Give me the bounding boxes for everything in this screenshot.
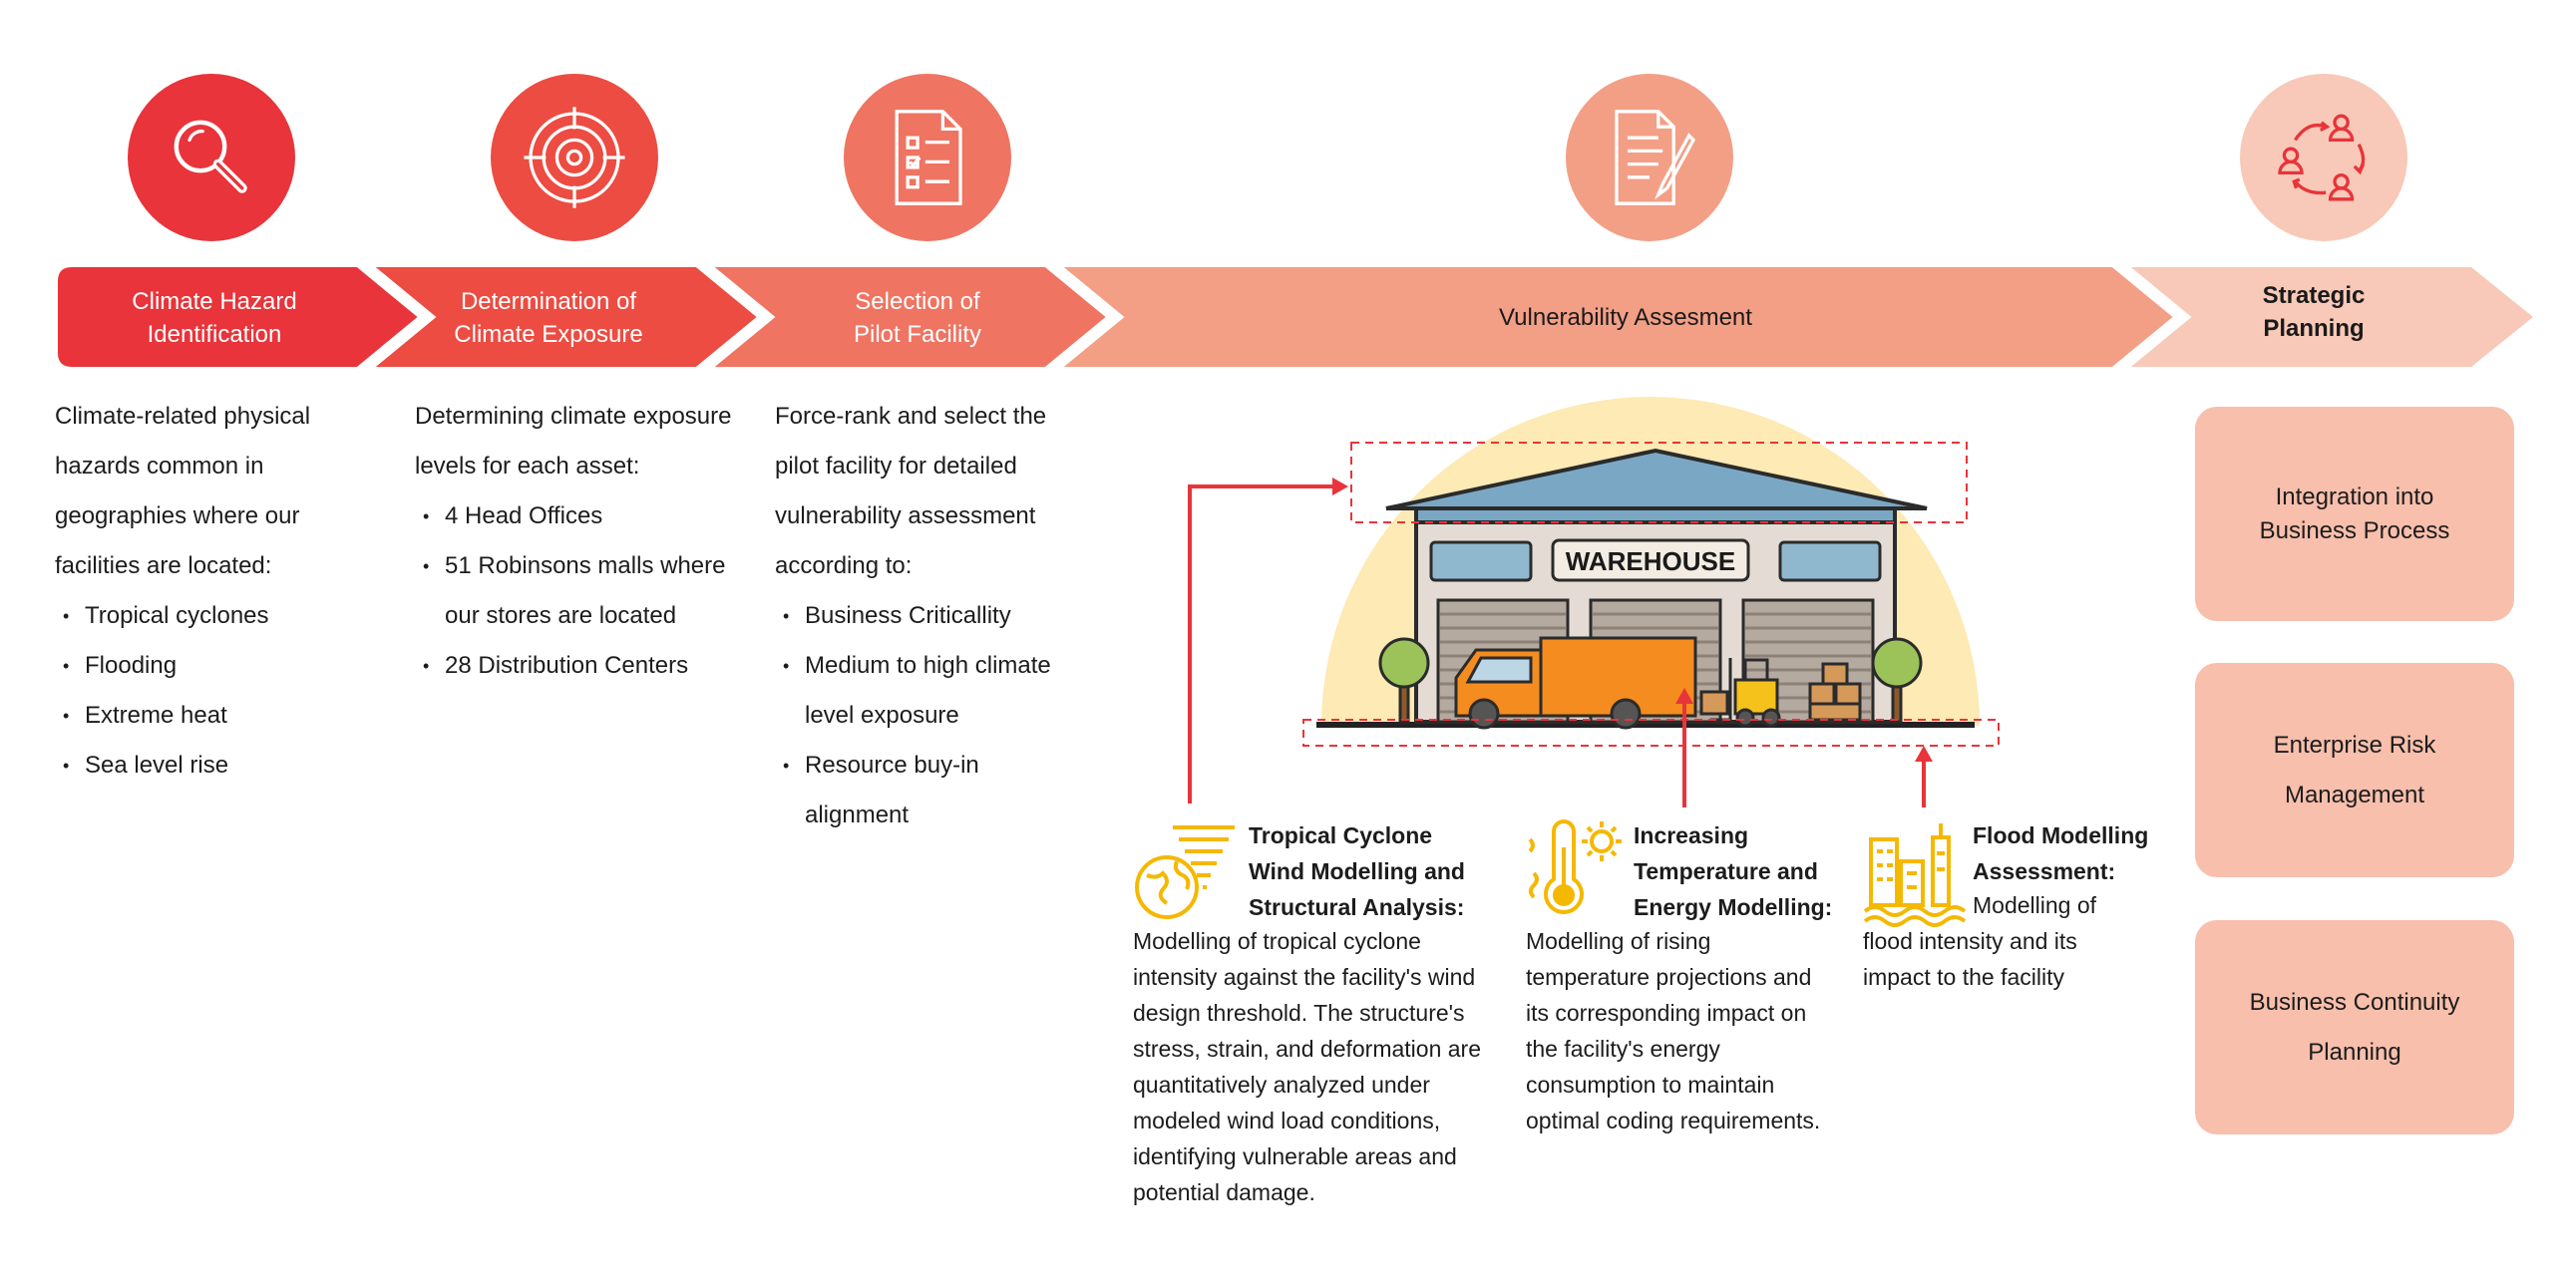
strategy-card-integration: Integration into Business Process — [2195, 407, 2514, 621]
thermometer-sun-icon — [1528, 819, 1622, 914]
col3-text: Force-rank and select the pilot facility… — [775, 392, 1074, 840]
list-item: Sea level rise — [55, 741, 354, 791]
list-item: Tropical cyclones — [55, 591, 354, 641]
chevron-step2 — [359, 267, 770, 367]
cyclone-globe-icon — [1135, 825, 1235, 919]
step2-label: Determination of Climate Exposure — [454, 288, 643, 348]
step5-label: Strategic Planning — [2262, 282, 2366, 342]
step4-label: Vulnerability Assesment — [1499, 304, 1752, 331]
cyclone-title: Tropical Cyclone Wind Modelling and Stru… — [1249, 822, 1465, 920]
ground-highlight-box — [1302, 719, 2000, 747]
flood-body: Modelling of flood intensity and its imp… — [1863, 892, 2097, 990]
magnifier-icon — [174, 120, 247, 193]
card-label: Integration into Business Process — [2259, 483, 2450, 544]
step1-icon-circle — [128, 74, 295, 241]
col1-text: Climate-related physical hazards common … — [55, 392, 354, 791]
chevron-step1 — [58, 267, 431, 367]
col2-text: Determining climate exposure levels for … — [415, 392, 744, 691]
arrow-cyclone-to-roof — [1188, 484, 1336, 804]
chevron-step4 — [1047, 267, 2186, 367]
temperature-body: Modelling of rising temperature projecti… — [1526, 928, 1821, 1133]
step3-icon-circle — [844, 74, 1011, 241]
list-item: Flooding — [55, 641, 354, 691]
flood-title: Flood Modelling Assessment: — [1973, 822, 2149, 884]
document-pen-icon — [1615, 110, 1696, 205]
warehouse-sign: WAREHOUSE — [1566, 546, 1735, 576]
list-item: 4 Head Offices — [415, 491, 744, 541]
card-label: Business Continuity Planning — [2249, 988, 2460, 1066]
chevron-step5 — [2114, 267, 2533, 367]
warehouse-illustration: WAREHOUSE — [1316, 397, 1980, 730]
col3-intro: Force-rank and select the pilot facility… — [775, 403, 1047, 579]
list-item: Resource buy-in alignment — [775, 741, 1074, 840]
col1-intro: Climate-related physical hazards common … — [55, 403, 311, 579]
strategy-card-risk: Enterprise Risk Management — [2195, 663, 2514, 877]
cyclone-body: Modelling of tropical cyclone intensity … — [1133, 928, 1481, 1205]
step4-icon-circle — [1566, 74, 1733, 241]
strategy-card-continuity: Business Continuity Planning — [2195, 920, 2514, 1134]
list-item: 28 Distribution Centers — [415, 641, 744, 691]
chevron-step3 — [698, 267, 1119, 367]
col2-intro: Determining climate exposure levels for … — [415, 403, 732, 480]
temperature-title: Increasing Temperature and Energy Modell… — [1634, 822, 1833, 920]
card-label: Enterprise Risk Management — [2273, 731, 2436, 808]
roof-highlight-box — [1350, 442, 1968, 523]
flooded-city-icon — [1863, 823, 1967, 927]
people-cycle-icon — [2278, 114, 2366, 201]
list-item: Business Criticallity — [775, 591, 1074, 641]
process-chevron-bar — [58, 256, 2533, 378]
step5-icon-circle — [2240, 74, 2407, 241]
target-icon — [524, 107, 625, 208]
step3-label: Selection of Pilot Facility — [853, 288, 982, 348]
list-item: Medium to high climate level exposure — [775, 641, 1074, 741]
checklist-document-icon — [895, 110, 962, 205]
step1-label: Climate Hazard Identification — [132, 288, 297, 348]
list-item: 51 Robinsons malls where our stores are … — [415, 541, 744, 641]
list-item: Extreme heat — [55, 691, 354, 741]
step2-icon-circle — [491, 74, 658, 241]
